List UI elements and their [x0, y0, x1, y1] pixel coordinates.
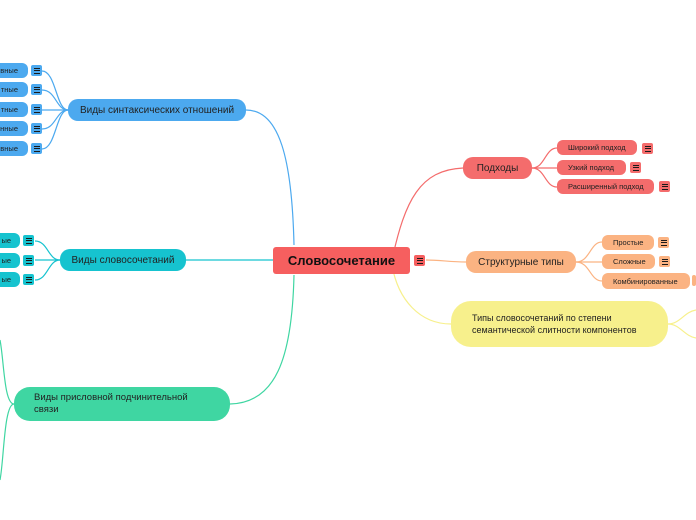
note-lines-icon[interactable] [23, 235, 34, 246]
topic-semantic-fusion[interactable]: Типы словосочетаний по степени семантиче… [451, 301, 668, 347]
note-lines-icon[interactable] [658, 237, 669, 248]
note-lines-icon[interactable] [414, 255, 425, 266]
subtopic-phrase-1[interactable]: ые [0, 233, 20, 248]
subtopic-syntactic-5[interactable]: вные [0, 141, 28, 156]
note-lines-icon[interactable] [31, 123, 42, 134]
subtopic-phrase-2[interactable]: ые [0, 253, 20, 268]
topic-approaches[interactable]: Подходы [463, 157, 532, 179]
subtopic-syntactic-3[interactable]: тные [0, 102, 28, 117]
subtopic-approach-wide[interactable]: Широкий подход [557, 140, 637, 155]
subtopic-combined[interactable]: Комбинированные [602, 273, 690, 289]
note-lines-icon[interactable] [31, 84, 42, 95]
topic-syntactic-relations[interactable]: Виды синтаксических отношений [68, 99, 246, 121]
topic-adverbial-subordination[interactable]: Виды присловной подчинительной связи [14, 387, 230, 421]
note-lines-icon[interactable] [692, 275, 696, 286]
note-lines-icon[interactable] [23, 255, 34, 266]
subtopic-syntactic-4[interactable]: нные [0, 121, 28, 136]
note-lines-icon[interactable] [659, 181, 670, 192]
subtopic-simple[interactable]: Простые [602, 235, 654, 250]
subtopic-phrase-3[interactable]: ые [0, 272, 20, 287]
subtopic-complex[interactable]: Сложные [602, 254, 655, 269]
note-lines-icon[interactable] [31, 104, 42, 115]
note-lines-icon[interactable] [23, 274, 34, 285]
note-lines-icon[interactable] [630, 162, 641, 173]
note-lines-icon[interactable] [31, 143, 42, 154]
root-topic[interactable]: Словосочетание [273, 247, 410, 274]
note-lines-icon[interactable] [31, 65, 42, 76]
note-lines-icon[interactable] [642, 143, 653, 154]
subtopic-approach-narrow[interactable]: Узкий подход [557, 160, 626, 175]
subtopic-approach-extended[interactable]: Расширенный подход [557, 179, 654, 194]
topic-phrase-types[interactable]: Виды словосочетаний [60, 249, 186, 271]
subtopic-syntactic-2[interactable]: тные [0, 82, 28, 97]
subtopic-syntactic-1[interactable]: вные [0, 63, 28, 78]
note-lines-icon[interactable] [659, 256, 670, 267]
topic-structural-types[interactable]: Структурные типы [466, 251, 576, 273]
